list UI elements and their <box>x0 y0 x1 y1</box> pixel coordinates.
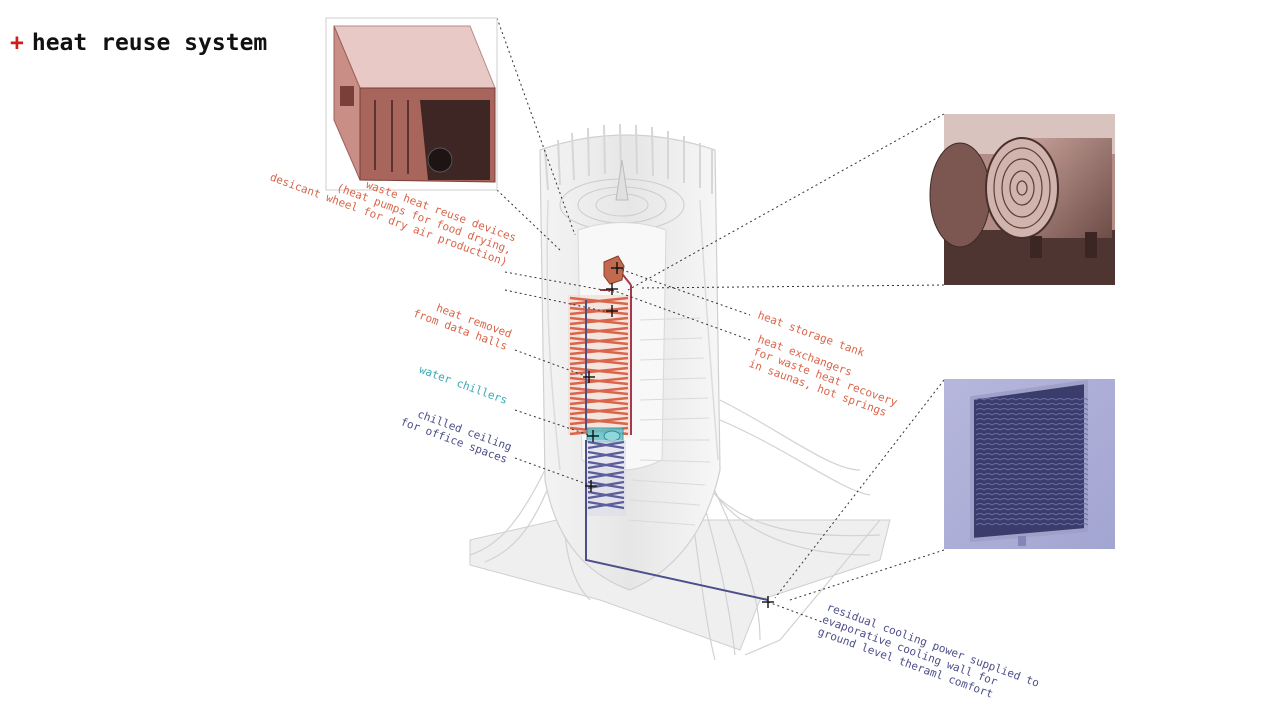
heat-storage-tank <box>604 256 624 284</box>
label-waste-heat-line-2: (heat pumps for food drying, <box>335 181 514 257</box>
label-chilled-ceiling: chilled ceiling for office spaces <box>399 403 514 466</box>
label-water-chillers-line-1: water chillers <box>418 363 510 407</box>
inset-exchanger-image <box>930 114 1115 285</box>
label-water-chillers: water chillers <box>418 363 510 407</box>
dryer-fan-icon <box>428 148 452 172</box>
tube-bundle-icon <box>986 138 1058 238</box>
inset-dryer-image <box>326 18 497 190</box>
label-residual-cooling-line-2: evaporative cooling wall for <box>821 613 1000 689</box>
inset-cooling-wall-image <box>944 379 1115 549</box>
label-heat-removed: heat removed from data halls <box>411 295 513 353</box>
label-residual-cooling: residual cooling power supplied to evapo… <box>816 601 1041 715</box>
